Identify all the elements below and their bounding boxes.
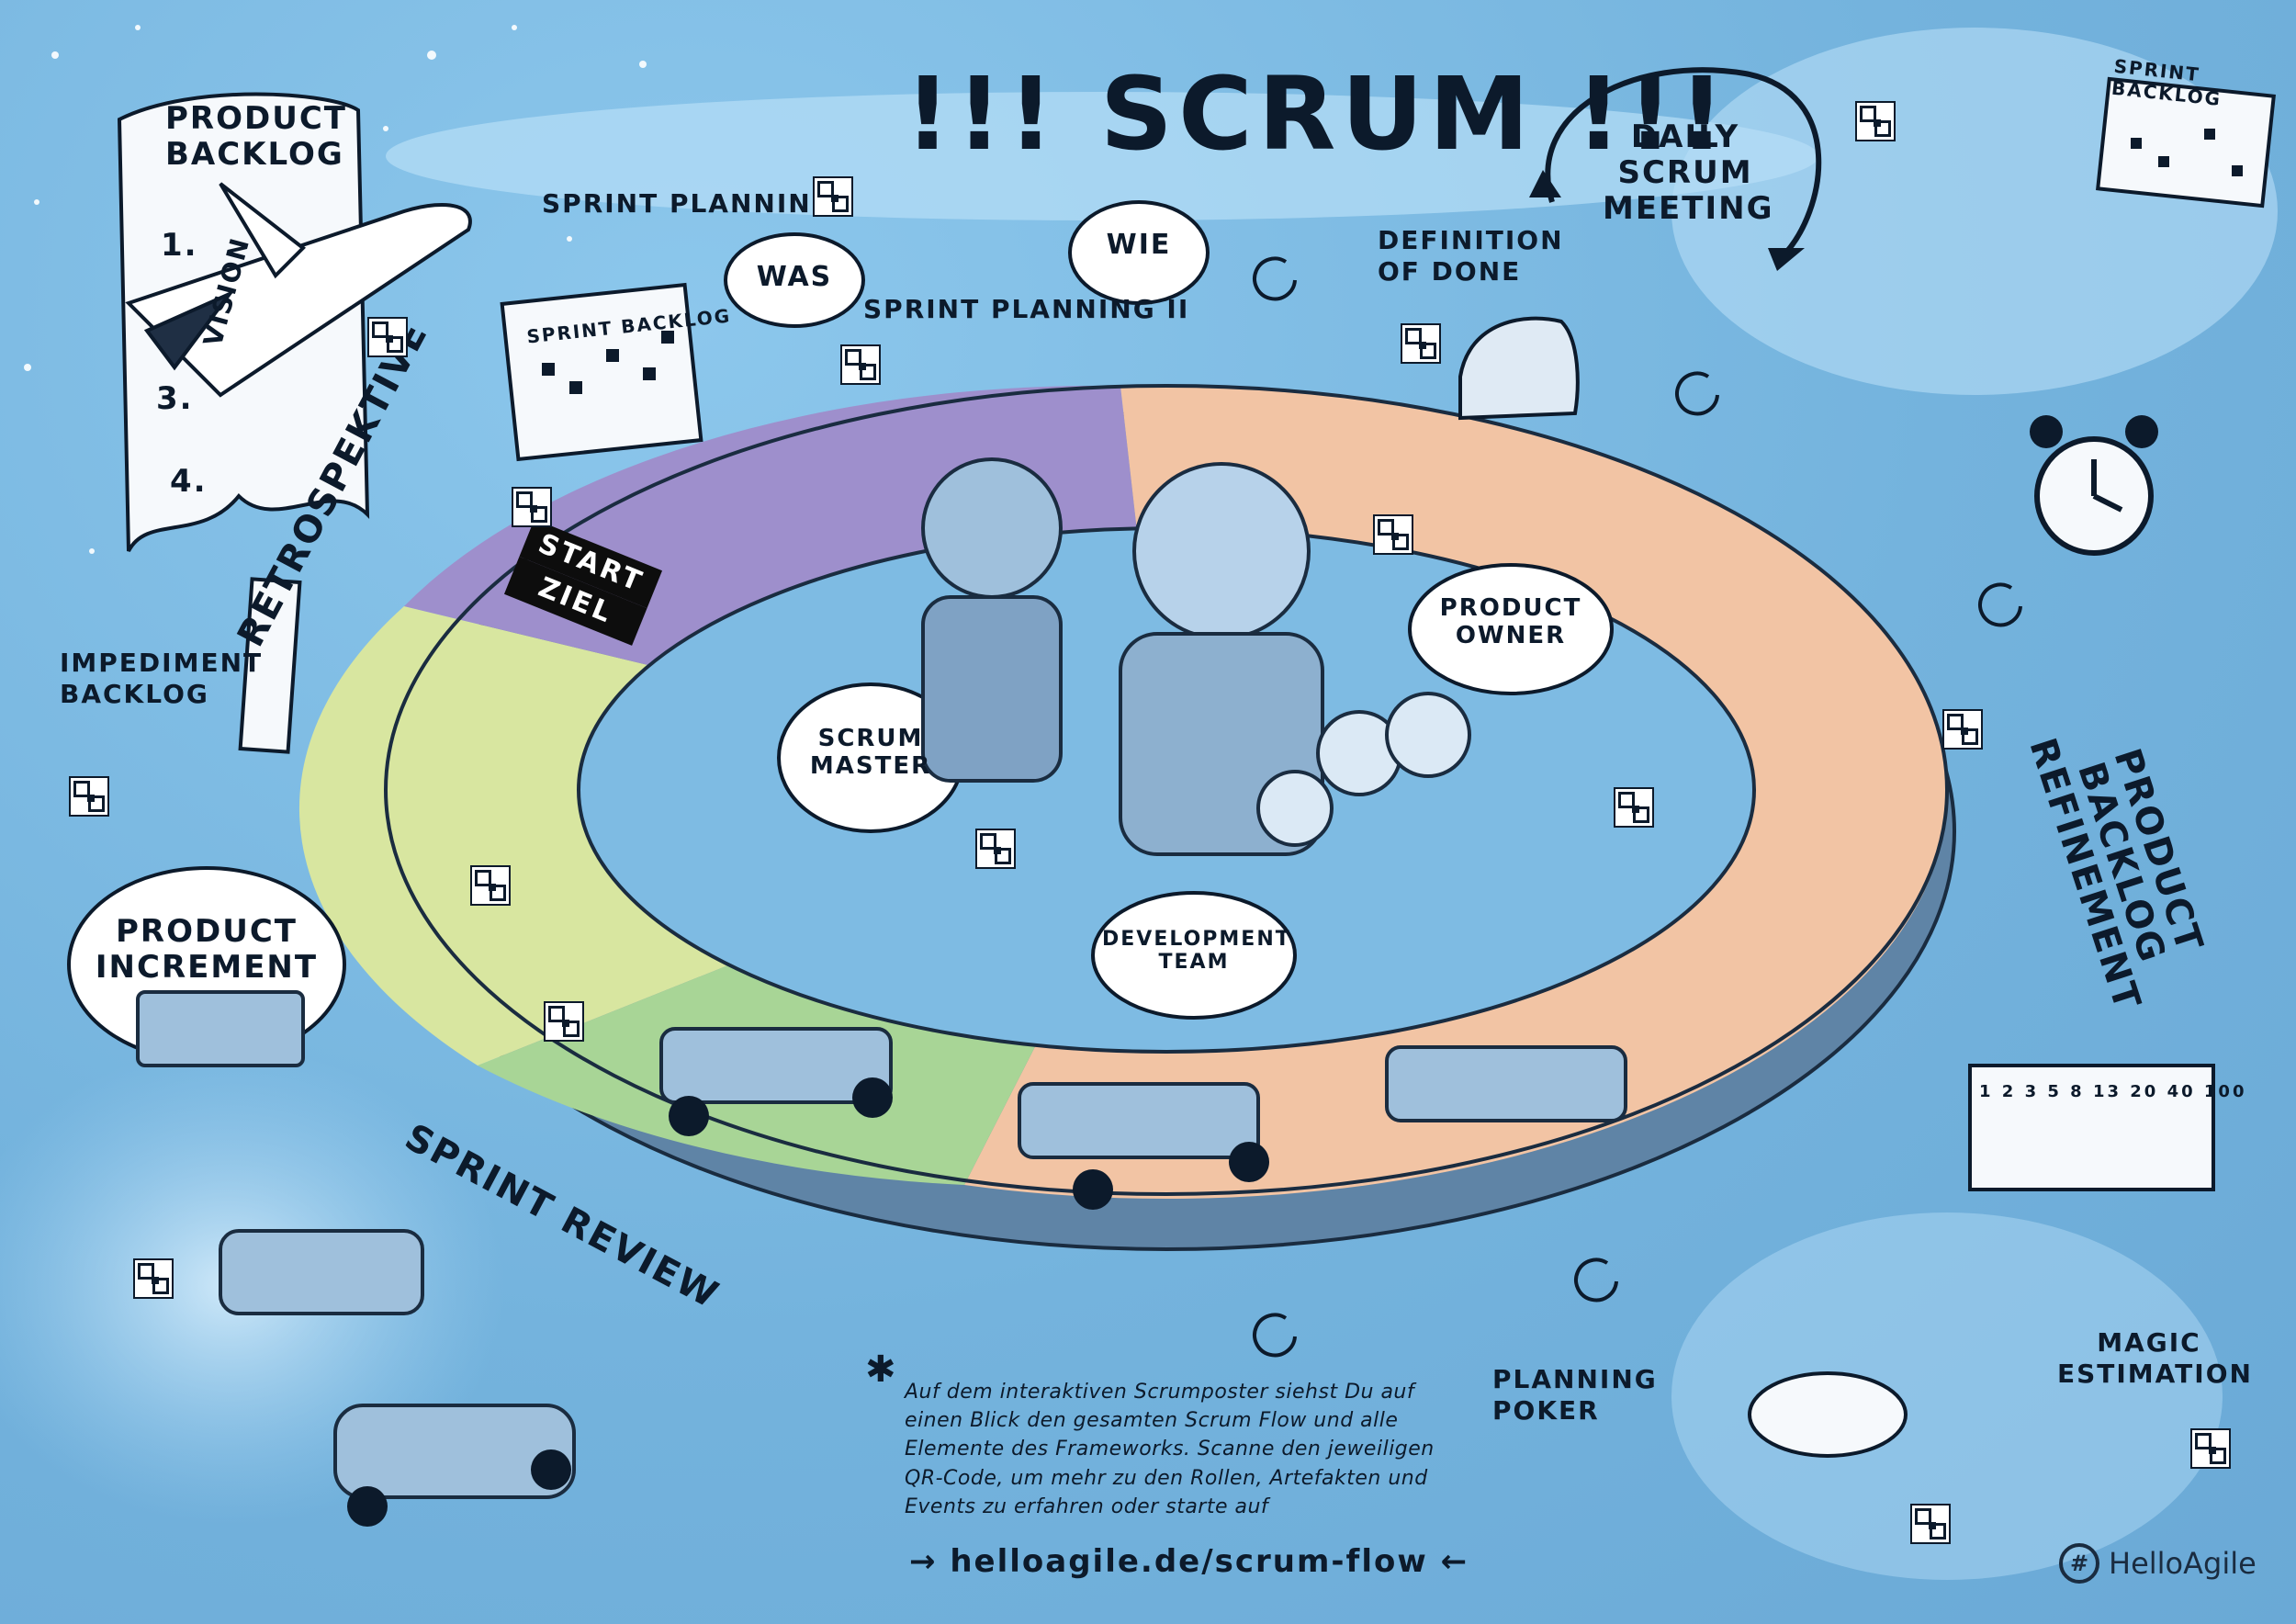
estimation-scale: 1 2 3 5 8 13 20 40 100 — [1979, 1082, 2247, 1101]
qr-product-backlog-refinement[interactable] — [1942, 709, 1983, 750]
was-bubble — [724, 232, 865, 328]
qr-product-backlog[interactable] — [367, 317, 408, 357]
sprint-planning-1-label: SPRINT PLANNING I — [542, 188, 857, 219]
info-text: Auf dem interaktiven Scrumposter siehst … — [905, 1381, 1435, 1518]
backlog-item-1: 1. — [161, 227, 198, 264]
helloagile-hash-icon: # — [2059, 1543, 2099, 1584]
asterisk-icon: ✱ — [865, 1348, 896, 1391]
magic-estimation-label: MAGIC ESTIMATION — [2057, 1327, 2253, 1389]
qr-daily-scrum[interactable] — [1855, 101, 1896, 141]
backlog-item-4: 4. — [170, 463, 208, 500]
qr-scrum-master[interactable] — [975, 829, 1016, 869]
scrum-flow-link[interactable]: → helloagile.de/scrum-flow ← — [909, 1543, 1469, 1580]
qr-sprint-planning-1[interactable] — [813, 176, 853, 217]
qr-retrospektive[interactable] — [470, 865, 511, 906]
was-text: WAS — [756, 261, 833, 293]
wie-text: WIE — [1106, 229, 1172, 261]
ring-outer-edge — [384, 384, 1949, 1196]
daily-arrow-head-2 — [1529, 170, 1561, 197]
impediment-board — [238, 577, 302, 754]
magic-estimation-board — [1968, 1064, 2215, 1191]
daily-scrum-label: DAILY SCRUM MEETING — [1603, 118, 1774, 228]
definition-of-done-tablet — [1458, 316, 1580, 421]
scrum-roles-figures — [921, 457, 1471, 856]
qr-impediment-backlog[interactable] — [69, 776, 109, 817]
paint-stroke-top — [386, 92, 1818, 220]
development-team-label: DEVELOPMENT TEAM — [1102, 928, 1291, 975]
alarm-clock — [2030, 415, 2158, 556]
board-stickies — [542, 129, 2243, 394]
space-shuttle — [125, 182, 472, 398]
qr-sprint-planning-2[interactable] — [840, 344, 881, 385]
impediment-backlog-label: IMPEDIMENT BACKLOG — [60, 648, 264, 709]
qr-sprint-review[interactable] — [544, 1001, 584, 1042]
product-increment-label: PRODUCT INCREMENT — [95, 913, 319, 987]
development-team-bubble — [1091, 891, 1297, 1020]
sprint-planning-2-label: SPRINT PLANNING II — [863, 294, 1190, 324]
brand-name: HelloAgile — [2109, 1546, 2257, 1581]
product-owner-bubble — [1408, 563, 1614, 695]
product-increment-vehicles — [136, 990, 1627, 1499]
planning-poker-table — [1748, 1371, 1908, 1458]
qr-sprint-backlog[interactable] — [512, 487, 552, 527]
qr-definition-of-done[interactable] — [1401, 323, 1441, 364]
product-owner-label: PRODUCT OWNER — [1439, 594, 1582, 649]
product-backlog-label: PRODUCT BACKLOG — [165, 100, 347, 174]
scrum-master-label: SCRUM MASTER — [809, 725, 932, 780]
sprint-backlog-wall — [2096, 76, 2276, 209]
qr-development-team[interactable] — [1614, 787, 1654, 828]
qr-product-increment[interactable] — [133, 1258, 174, 1299]
cycle-arrows — [1253, 256, 2022, 1358]
qr-planning-poker[interactable] — [1910, 1504, 1951, 1544]
stars — [24, 25, 647, 554]
daily-cycle-arrow — [1545, 67, 1822, 260]
definition-of-done-label: DEFINITION OF DONE — [1378, 225, 1564, 287]
qr-magic-estimation[interactable] — [2190, 1428, 2231, 1469]
daily-arrow-head — [1768, 248, 1805, 271]
poster-title: !!! SCRUM !!! — [905, 55, 1731, 173]
brand-logo: # HelloAgile — [2059, 1543, 2257, 1584]
paint-stroke-poker — [1671, 1212, 2223, 1580]
planning-poker-label: PLANNING POKER — [1492, 1364, 1658, 1426]
qr-product-owner[interactable] — [1373, 514, 1413, 555]
sprint-backlog-board — [500, 282, 703, 462]
backlog-item-3: 3. — [156, 380, 194, 417]
wie-bubble — [1068, 200, 1210, 305]
wheels — [347, 1077, 1269, 1527]
